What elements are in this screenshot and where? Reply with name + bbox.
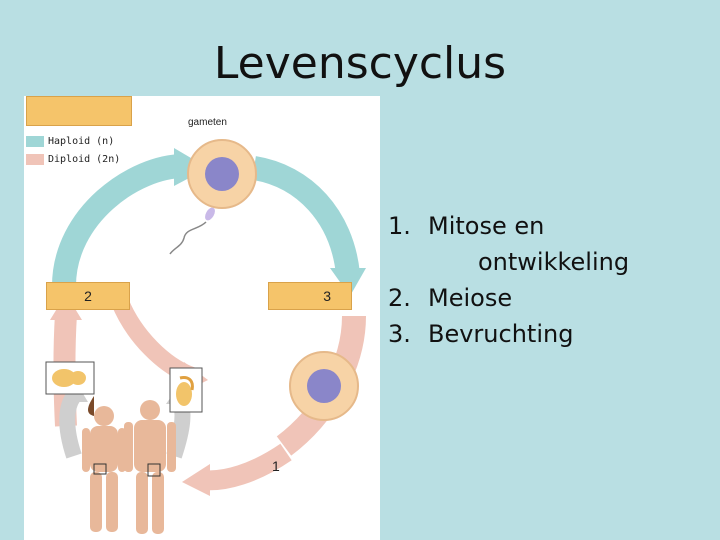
list-number: 2. (388, 284, 411, 312)
haploid-swatch (26, 136, 44, 147)
list-number: 1. (388, 212, 411, 240)
female-figure (82, 396, 126, 532)
list-text: ontwikkeling (478, 248, 630, 276)
stage-number-3: 3 (323, 288, 331, 304)
stage-box-3: 3 (268, 282, 352, 310)
stage-box-2: 2 (46, 282, 130, 310)
slide-title: Levenscyclus (213, 38, 507, 89)
diploid-arrowhead-bottom (182, 464, 210, 496)
sperm-tail (169, 221, 207, 255)
sperm-head (205, 207, 215, 221)
legend-diploid: Diploid (2n) (26, 154, 120, 166)
list-text: Meiose (428, 284, 513, 312)
male-figure (124, 400, 176, 534)
list-item: 3. Bevruchting (388, 316, 629, 352)
gametes-label: gameten (188, 117, 227, 128)
stage-number-2: 2 (84, 288, 92, 304)
haploid-arrow-left (52, 154, 185, 287)
gray-arrow-female (59, 391, 82, 459)
diploid-arrow-bottom (203, 443, 292, 491)
ovary-icon (52, 369, 76, 387)
haploid-arrow-right (251, 156, 360, 276)
list-number: 3. (388, 320, 411, 348)
list-text: Bevruchting (428, 320, 574, 348)
list-text: Mitose en (428, 212, 545, 240)
numbered-list: 1. Mitose en ontwikkeling 2. Meiose 3. B… (388, 208, 629, 352)
legend-haploid: Haploid (n) (26, 136, 114, 148)
life-cycle-figure (24, 96, 380, 540)
testis-icon (176, 382, 192, 406)
legend-haploid-label: Haploid (n) (48, 136, 115, 147)
list-item: 1. Mitose en (388, 208, 629, 244)
diploid-swatch (26, 154, 44, 165)
zygote-nucleus (307, 369, 341, 403)
legend-diploid-label: Diploid (2n) (48, 154, 121, 165)
list-item: 2. Meiose (388, 280, 629, 316)
stage-number-1: 1 (272, 458, 280, 474)
gamete-nucleus (205, 157, 239, 191)
diploid-arrow-inner (111, 298, 196, 385)
list-item-continuation: ontwikkeling (388, 244, 629, 280)
legend-title-box (26, 96, 132, 126)
